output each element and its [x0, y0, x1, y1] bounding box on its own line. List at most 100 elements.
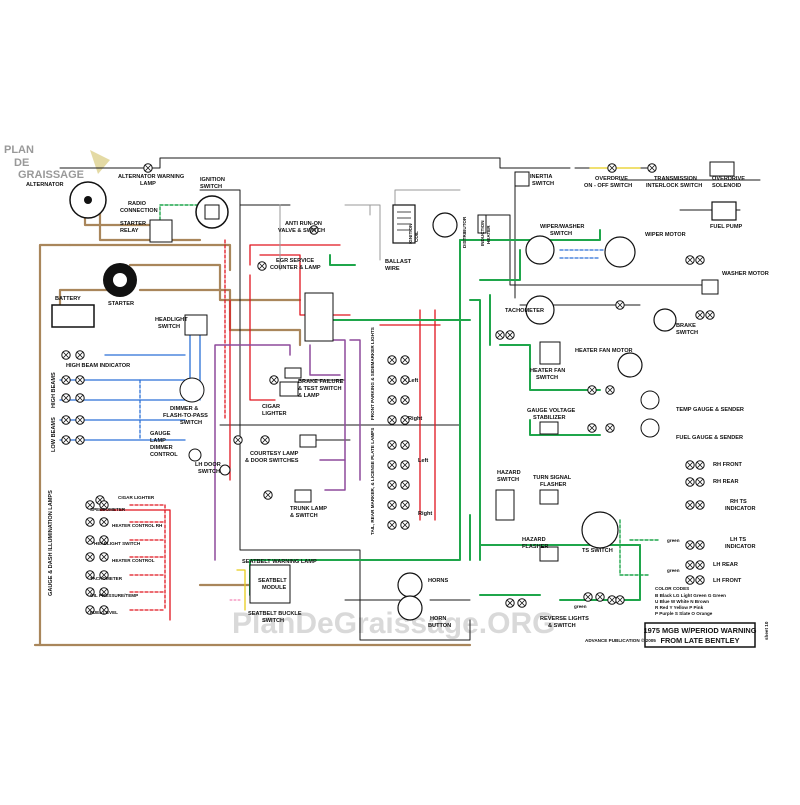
label-wiper-motor: WIPER MOTOR [645, 232, 686, 238]
label-courtesy-1: COURTESY LAMP [250, 451, 299, 457]
bulb-filament-icon [589, 425, 595, 431]
ts-switch-icon [581, 511, 619, 549]
label-cigar-1: CIGAR [262, 404, 280, 410]
label-ballast-1: BALLAST [385, 259, 412, 265]
bulb-filament-icon [402, 482, 408, 488]
watermark-logo-line2: DE [14, 157, 29, 169]
bulb-filament-icon [697, 562, 703, 568]
label-egr-1: EGR SERVICE [276, 258, 314, 264]
bulb-filament-icon [63, 437, 69, 443]
label-hazard-switch-2: SWITCH [497, 477, 519, 483]
label-fuel-gauge: FUEL GAUGE & SENDER [676, 435, 743, 441]
bulb-filament-icon [402, 442, 408, 448]
watermark-site-text: PlanDeGraissage.ORG [232, 607, 555, 640]
inertia-switch-icon [514, 171, 530, 187]
bulb-filament-icon [235, 437, 241, 443]
bulb-filament-icon [687, 257, 693, 263]
label-antirun-1: ANTI RUN-ON [285, 221, 322, 227]
bulb-filament-icon [389, 442, 395, 448]
bulb-filament-icon [265, 492, 271, 498]
wiper-motor-icon [604, 236, 636, 268]
bulb-filament-icon [697, 479, 703, 485]
label-reverse-2: & SWITCH [548, 623, 576, 629]
sheet-number: sheet 10 [764, 621, 769, 640]
bulb-filament-icon [77, 437, 83, 443]
gauge-lamp-dimmer-icon [188, 448, 202, 462]
tachometer [525, 295, 555, 325]
headlight-switch [184, 314, 208, 336]
label-transmission-2: INTERLOCK SWITCH [646, 183, 702, 189]
bulb-filament-icon [259, 263, 265, 269]
label-gauge-dimmer-1: GAUGE [150, 431, 171, 437]
bulb-filament-icon [311, 227, 317, 233]
hazard-switch-icon [495, 489, 515, 521]
starter-relay [149, 219, 173, 243]
label-hazard-flasher-1: HAZARD [522, 537, 546, 543]
wires-red-dashed [129, 239, 601, 611]
label-trunk-2: & SWITCH [290, 513, 318, 519]
horn-upper-icon [397, 572, 423, 598]
battery [51, 304, 95, 328]
label-brake-failure-2: & TEST SWITCH [298, 386, 342, 392]
label-ignition-1: IGNITION [200, 177, 225, 183]
bulb-filament-icon [707, 312, 713, 318]
label-green-2: green [667, 568, 680, 573]
label-heater-fan-switch-1: HEATER FAN [530, 368, 565, 374]
bulb-filament-icon [389, 377, 395, 383]
bulb-filament-icon [77, 417, 83, 423]
label-cigar-2: LIGHTER [262, 411, 287, 417]
label-inertia-2: SWITCH [532, 181, 554, 187]
bulb-filament-icon [87, 519, 93, 525]
bulb-filament-icon [262, 437, 268, 443]
label-seatbelt-buckle-1: SEATBELT BUCKLE [248, 611, 302, 617]
bulb-filament-icon [607, 425, 613, 431]
label-lh-front: LH FRONT [713, 578, 742, 584]
ignition-switch-icon [195, 195, 229, 229]
headlight-switch-icon [184, 314, 208, 336]
watermark-logo-shape [90, 150, 110, 174]
temp-gauge-icon [640, 390, 660, 410]
hazard-flasher-icon [539, 546, 559, 562]
label-wiper-switch-1: WIPER/WASHER [540, 224, 584, 230]
color-codes-row-2: U Blue W White N Brown [655, 599, 709, 604]
label-wiper-switch-2: SWITCH [550, 231, 572, 237]
label-dimmer-3: SWITCH [180, 420, 202, 426]
label-turn-flasher-1: TURN SIGNAL [533, 475, 572, 481]
label-seatbelt-warning: SEATBELT WARNING LAMP [242, 559, 317, 565]
label-ballast-2: WIRE [385, 266, 400, 272]
label-rh-ts-1: RH TS [730, 499, 747, 505]
wires-gray [279, 189, 461, 271]
bulb-filament-icon [389, 522, 395, 528]
title-box [644, 622, 756, 648]
bulb-filament-icon [77, 352, 83, 358]
label-front-parking: FRONT PARKING & SIDEMARKER LIGHTS [370, 327, 375, 420]
label-seatbelt-buckle-2: SWITCH [262, 618, 284, 624]
label-left-front: Left [408, 378, 418, 384]
label-tail-rear: TAIL, REAR MARKER, & LICENSE PLATE LAMPS [370, 428, 375, 535]
battery-icon [51, 304, 95, 328]
label-lamp-tachometer: TACHOMETER [90, 576, 123, 581]
bulb-filament-icon [402, 377, 408, 383]
watermark-logo-line3: GRAISSAGE [18, 169, 84, 181]
bulb-filament-icon [63, 417, 69, 423]
bulb-filament-icon [389, 357, 395, 363]
label-rh-front: RH FRONT [713, 462, 742, 468]
bulb-filament-icon [687, 577, 693, 583]
overdrive-solenoid [709, 161, 735, 177]
bulb-filament-icon [402, 502, 408, 508]
label-overdrive-sw-1: OVERDRIVE [595, 176, 628, 182]
label-temp-gauge: TEMP GAUGE & SENDER [676, 407, 744, 413]
wiper-washer-switch [525, 235, 555, 265]
bulb-filament-icon [87, 554, 93, 560]
label-coil-1: IGNITION [408, 223, 413, 244]
label-antirun-2: VALVE & SWITCH [278, 228, 325, 234]
bulb-filament-icon [87, 572, 93, 578]
lh-door-switch-icon [219, 464, 231, 476]
wiper-switch-icon [525, 235, 555, 265]
label-headlight-sw-1: HEADLIGHT [155, 317, 188, 323]
watermark-logo: PLAN DE GRAISSAGE [4, 144, 110, 181]
starter-relay-icon [149, 219, 173, 243]
bulb-filament-icon [687, 562, 693, 568]
color-codes-row-1: B Black LG Light Green G Green [655, 593, 726, 598]
bulb-filament-icon [697, 462, 703, 468]
